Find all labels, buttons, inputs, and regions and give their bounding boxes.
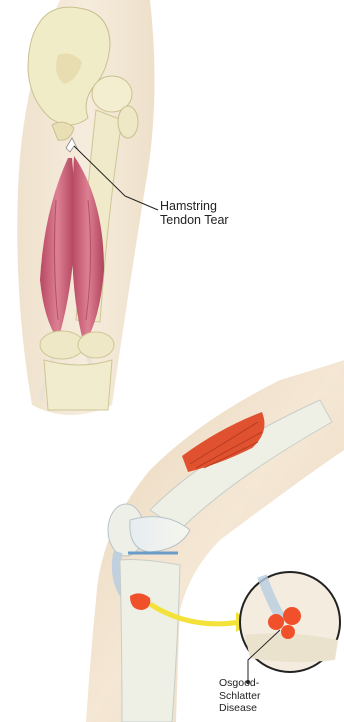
tibia: [120, 560, 180, 722]
knee-figure: [0, 360, 344, 722]
hamstring-illustration: Hamstring Tendon Tear: [0, 0, 344, 420]
inset-inflammation-3: [281, 625, 295, 639]
osgood-schlatter-label: Osgood- Schlatter Disease: [219, 677, 260, 715]
osgood-label-line1: Osgood-: [219, 677, 260, 690]
knee-illustration: Osgood- Schlatter Disease: [0, 360, 344, 722]
osgood-label-line2: Schlatter: [219, 690, 260, 703]
inset-inflammation-2: [283, 607, 301, 625]
femoral-condyle-right: [78, 332, 114, 358]
hamstring-tendon-tear-label: Hamstring Tendon Tear: [160, 199, 229, 227]
hamstring-label-line1: Hamstring: [160, 199, 229, 213]
greater-trochanter: [118, 106, 138, 138]
hamstring-label-line2: Tendon Tear: [160, 213, 229, 227]
inset-inflammation-1: [268, 614, 284, 630]
femoral-condyle-left: [40, 331, 84, 359]
osgood-label-line3: Disease: [219, 702, 260, 715]
